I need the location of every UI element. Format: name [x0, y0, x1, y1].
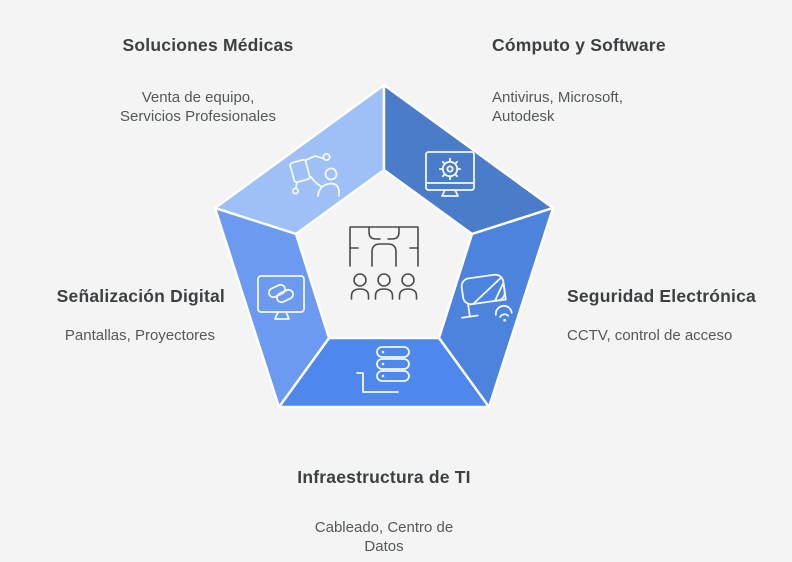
segment-shape-senalizacion-digital [213, 206, 331, 409]
medical-equipment-icon [289, 152, 340, 197]
segment-subtitle-infraestructura-ti: Cableado, Centro de Datos [314, 519, 454, 555]
segment-subtitle-computo-software: Antivirus, Microsoft, Autodesk [492, 89, 623, 125]
cctv-camera-icon [460, 273, 513, 322]
monitor-gear-icon [425, 151, 475, 197]
segment-title-infraestructura-ti: Infraestructura de TI [297, 467, 471, 487]
segment-title-soluciones-medicas: Soluciones Médicas [122, 35, 294, 55]
segment-subtitle-soluciones-medicas: Venta de equipo, Servicios Profesionales [120, 89, 276, 125]
segment-subtitle-senalizacion-digital: Pantallas, Proyectores [64, 327, 215, 344]
segment-title-seguridad-electronica: Seguridad Electrónica [567, 286, 756, 306]
monitor-link-icon [257, 275, 305, 320]
conference-room-icon [349, 226, 419, 300]
segment-subtitle-seguridad-electronica: CCTV, control de acceso [567, 327, 733, 344]
segment-title-computo-software: Cómputo y Software [492, 35, 666, 55]
segment-title-senalizacion-digital: Señalización Digital [56, 286, 225, 306]
server-rack-icon [356, 346, 410, 393]
